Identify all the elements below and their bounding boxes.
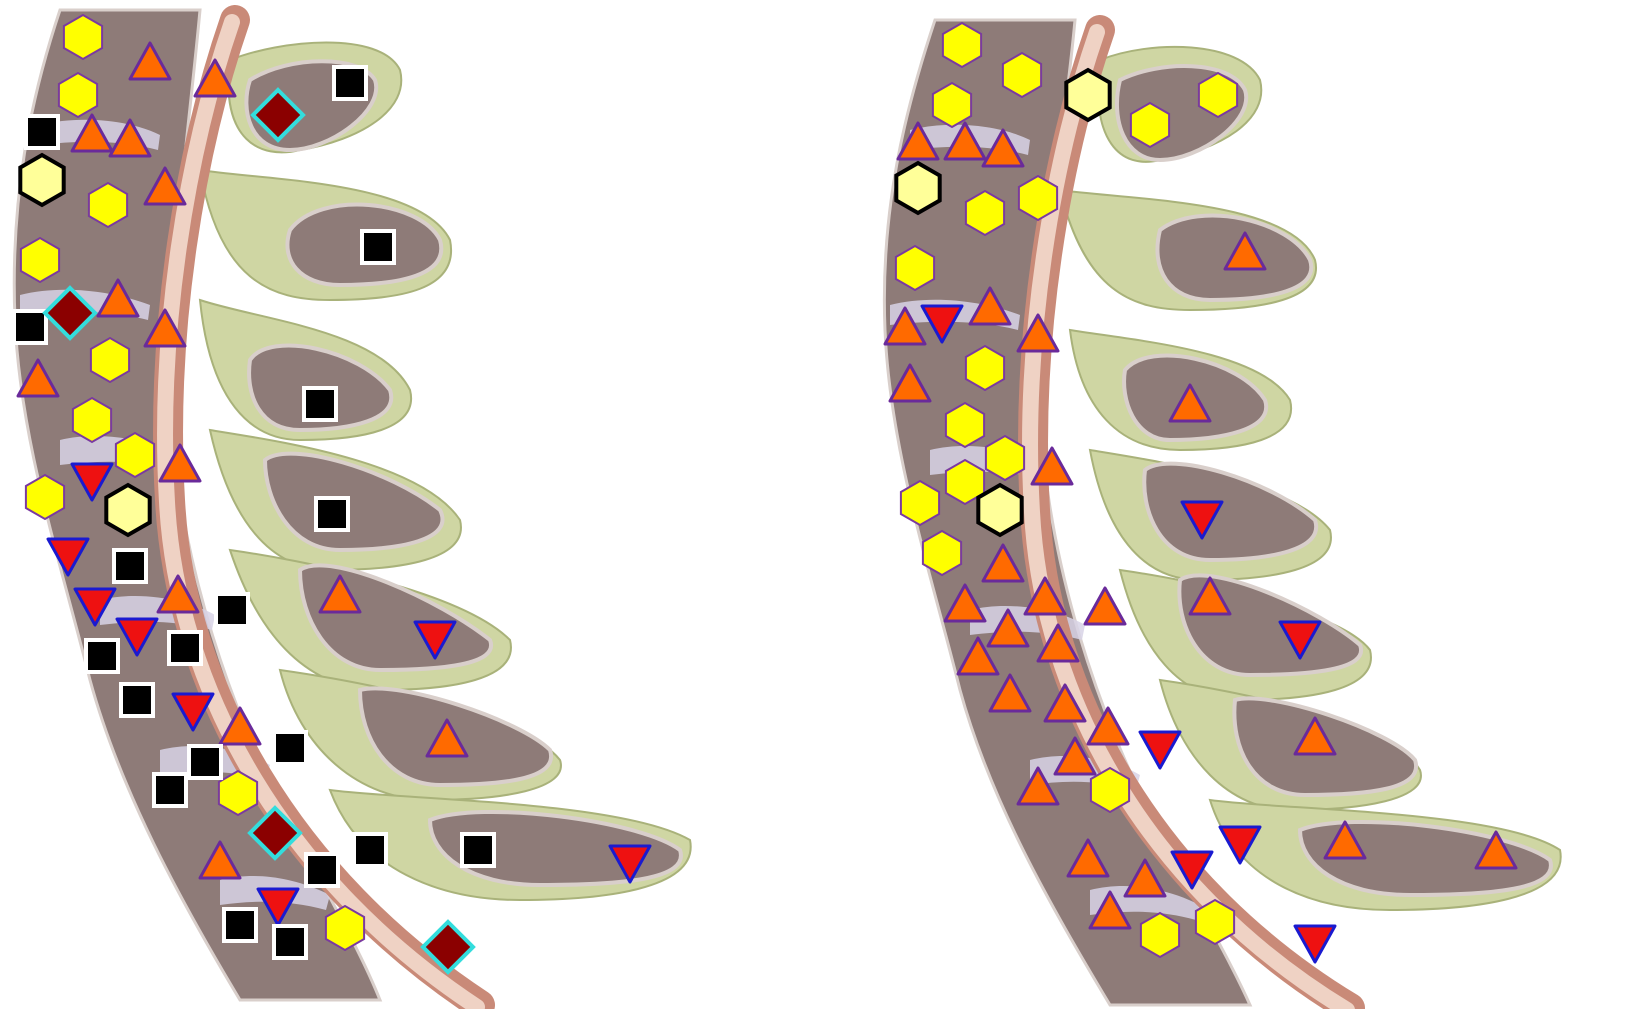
red-down-triangle-marker <box>1140 732 1180 768</box>
spinous-process <box>1144 464 1316 560</box>
black-square-marker <box>154 774 186 806</box>
spine-diagram-left <box>0 0 760 1009</box>
black-square-marker <box>354 834 386 866</box>
yellow-hexagon-marker <box>966 346 1004 390</box>
spine-diagram-right <box>860 0 1627 1009</box>
yellow-hexagon-marker <box>896 246 934 290</box>
black-square-marker <box>274 926 306 958</box>
black-square-marker <box>304 388 336 420</box>
yellow-hexagon-marker <box>966 191 1004 235</box>
yellow-hexagon-marker <box>219 771 257 815</box>
yellow-hexagon-marker <box>943 23 981 67</box>
yellow-hexagon-marker <box>1199 73 1237 117</box>
black-square-marker <box>334 67 366 99</box>
black-square-marker <box>121 684 153 716</box>
yellow-hexagon-marker <box>1141 913 1179 957</box>
pale-hexagon-marker <box>896 163 939 213</box>
yellow-hexagon-marker <box>1019 176 1057 220</box>
black-square-marker <box>274 732 306 764</box>
yellow-hexagon-marker <box>901 481 939 525</box>
yellow-hexagon-marker <box>923 531 961 575</box>
yellow-hexagon-marker <box>946 403 984 447</box>
yellow-hexagon-marker <box>326 906 364 950</box>
yellow-hexagon-marker <box>1003 53 1041 97</box>
yellow-hexagon-marker <box>933 83 971 127</box>
orange-up-triangle-marker <box>1085 588 1125 624</box>
red-down-triangle-marker <box>1295 926 1335 962</box>
yellow-hexagon-marker <box>986 436 1024 480</box>
black-square-marker <box>362 231 394 263</box>
black-square-marker <box>14 311 46 343</box>
yellow-hexagon-marker <box>91 338 129 382</box>
pale-hexagon-marker <box>106 485 149 535</box>
yellow-hexagon-marker <box>21 238 59 282</box>
spine-panel-left <box>0 0 760 1009</box>
yellow-hexagon-marker <box>89 183 127 227</box>
yellow-hexagon-marker <box>1091 768 1129 812</box>
black-square-marker <box>169 632 201 664</box>
yellow-hexagon-marker <box>26 475 64 519</box>
black-square-marker <box>26 116 58 148</box>
yellow-hexagon-marker <box>116 433 154 477</box>
spine-panel-right <box>860 0 1627 1009</box>
yellow-hexagon-marker <box>64 15 102 59</box>
pale-hexagon-marker <box>978 485 1021 535</box>
pale-hexagon-marker <box>20 155 63 205</box>
black-square-marker <box>462 834 494 866</box>
black-square-marker <box>306 854 338 886</box>
yellow-hexagon-marker <box>1196 900 1234 944</box>
yellow-hexagon-marker <box>1131 103 1169 147</box>
black-square-marker <box>316 498 348 530</box>
yellow-hexagon-marker <box>73 398 111 442</box>
black-square-marker <box>86 640 118 672</box>
yellow-hexagon-marker <box>59 73 97 117</box>
black-square-marker <box>114 550 146 582</box>
black-square-marker <box>189 746 221 778</box>
black-square-marker <box>216 594 248 626</box>
black-square-marker <box>224 909 256 941</box>
pale-hexagon-marker <box>1066 70 1109 120</box>
